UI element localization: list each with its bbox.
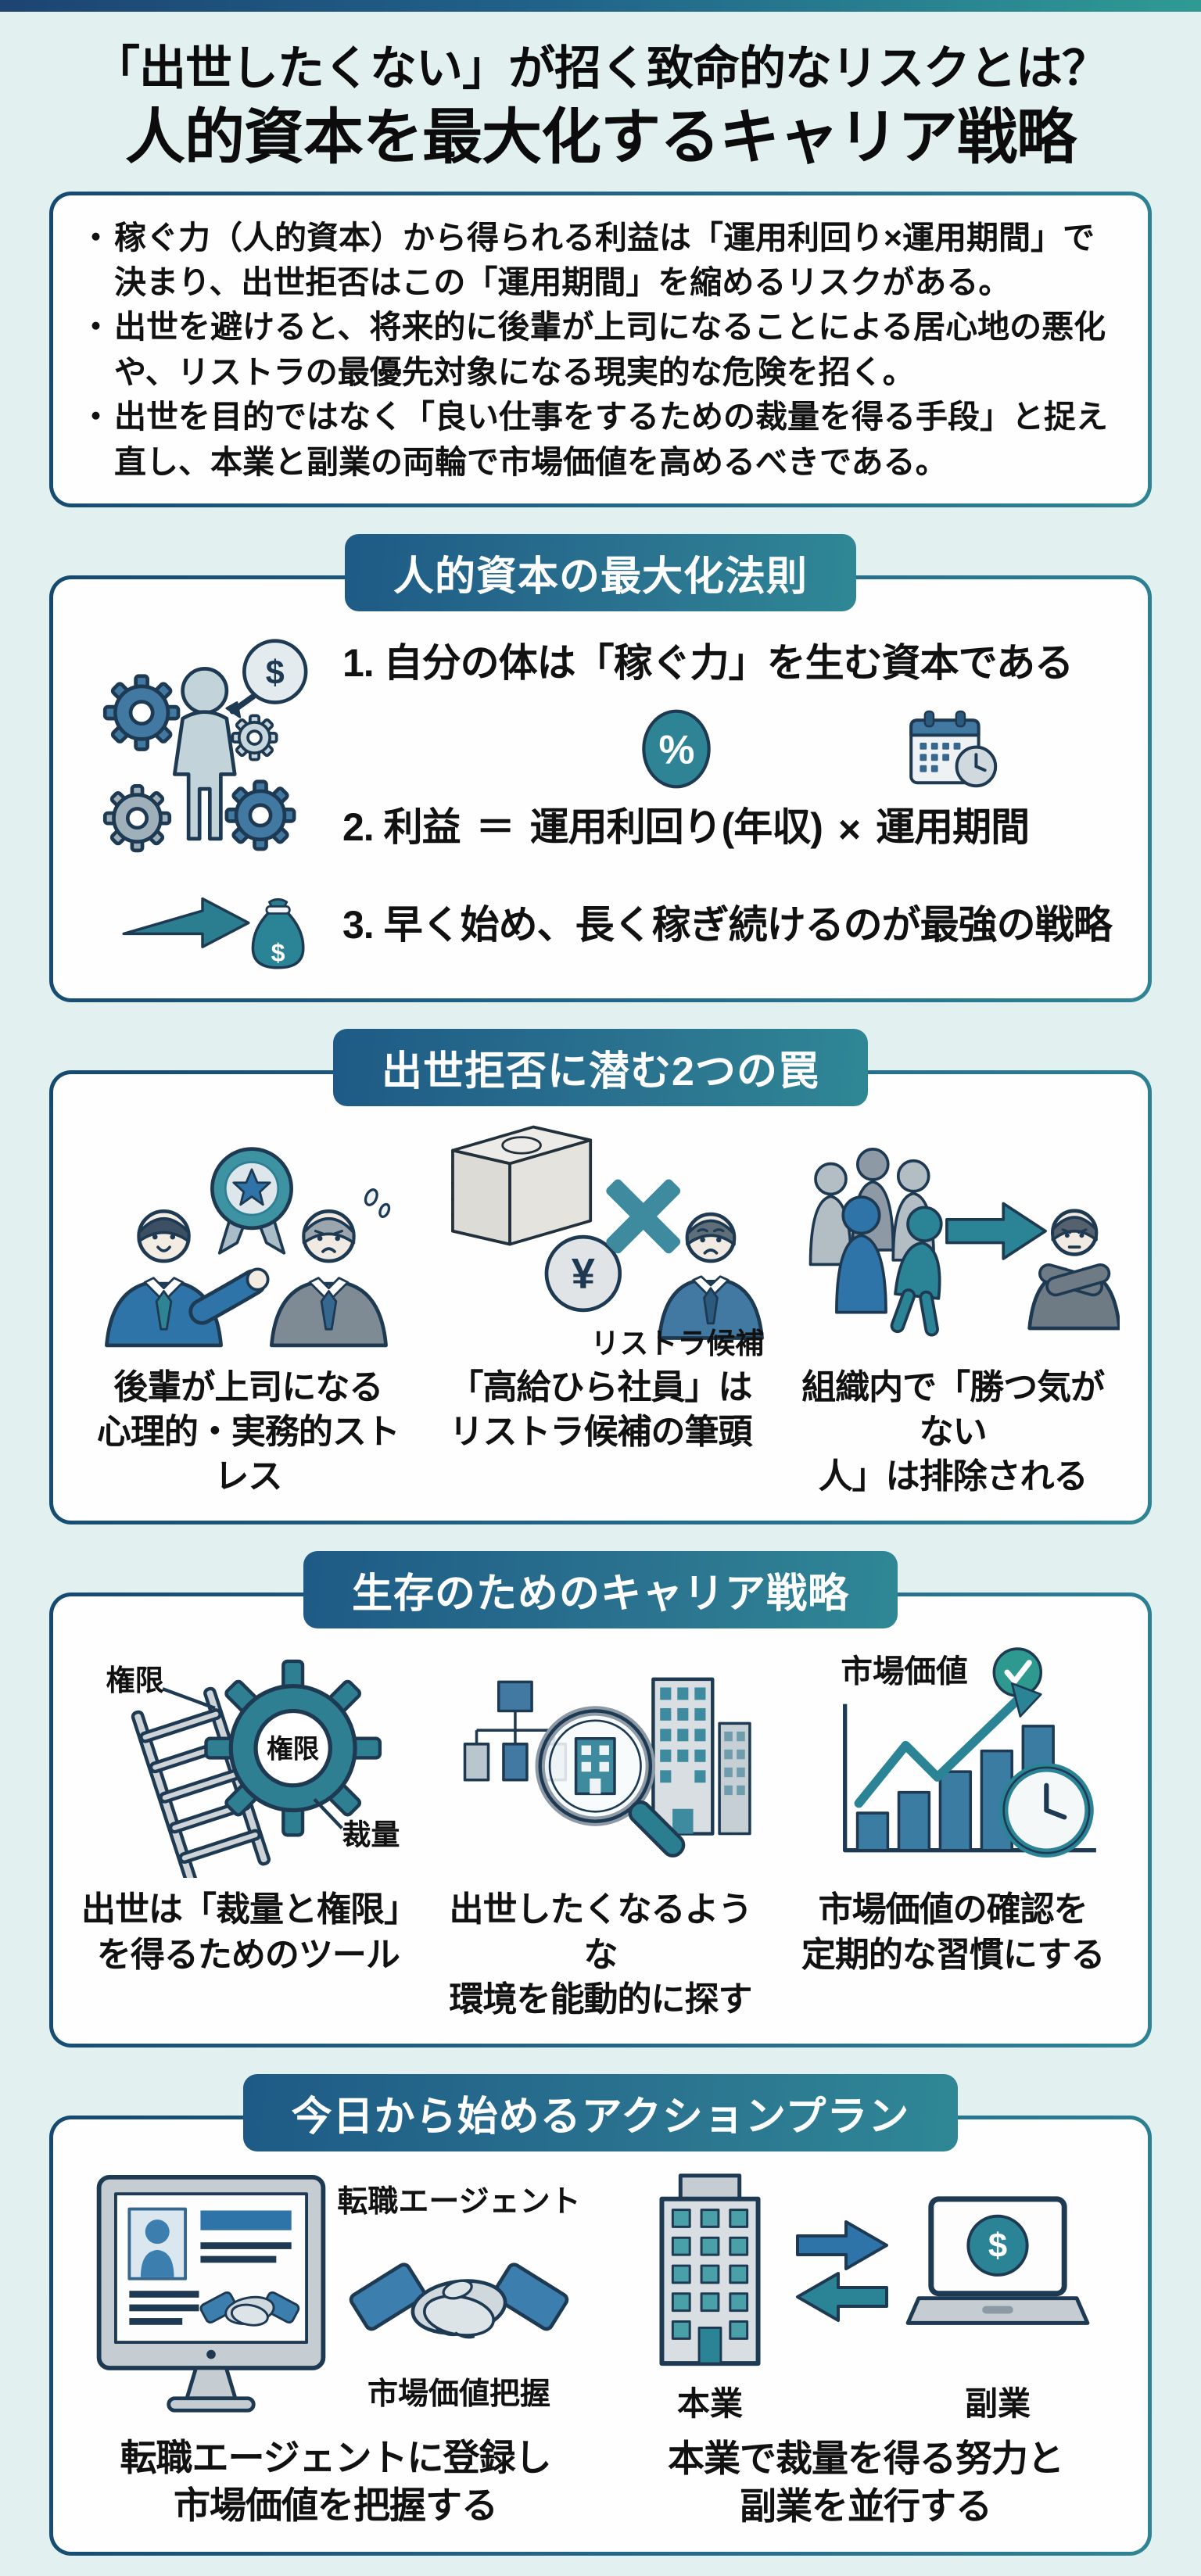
discretion-callout-label: 裁量 [342,1818,400,1851]
law-rule-1: 1. 自分の体は「稼ぐ力」を生む資本である [342,640,1074,685]
trap-caption-line1: 後輩が上司になる [113,1367,383,1406]
banner-title: 出世拒否に潜む2つの罠 [382,1048,819,1095]
law-rule-3: 3. 早く始め、長く稼ぎ続けるのが最強の戦略 [342,902,1113,947]
percent-icon: % [642,709,711,789]
trap-caption-line2: 人」は排除される [818,1457,1088,1496]
trap-caption-line2: リストラ候補の筆頭 [449,1413,752,1452]
equals-sign: ＝ [475,804,515,849]
market-value-chart-icon: 市場価値 [841,1647,1097,1858]
dollar-glyph: $ [271,938,285,966]
calendar-clock-icon [909,710,998,788]
page-header: 「出世したくない」が招く致命的なリスクとは？ 人的資本を最大化するキャリア戦略 [0,12,1201,192]
strategy-caption-line1: 市場価値の確認を [818,1890,1088,1929]
dollar-glyph: $ [266,654,285,692]
agent-label: 転職エージェント [337,2185,581,2220]
action-item: 転職エージェント [86,2166,585,2530]
group-exclusion-icon [809,1147,1120,1337]
law-rule-2: 2. 利益 ＝ % 運用利回り(年収) × [342,705,1117,855]
action-caption-line2: 副業を並行する [740,2485,992,2528]
restructure-candidate-label: リストラ候補 [590,1327,765,1360]
environment-search-icon [463,1678,751,1858]
banner-title: 今日から始めるアクションプラン [291,2094,910,2141]
strategy-item: 市場価値 [786,1643,1120,2022]
bullet-text: 出世を避けると、将来的に後輩が上司になることによる居心地の悪化や、リストラの最優… [114,309,1106,390]
trap-item: 後輩が上司になる 心理的・実務的ストレス [81,1121,415,1499]
authority-center-label: 権限 [267,1736,320,1765]
summary-bullet-list: ・ 稼ぐ力（人的資本）から得られる利益は「運用利回り×運用期間」で決まり、出世拒… [80,216,1117,485]
monitor-profile-icon [97,2175,326,2413]
strategy-item: 権限 権限 裁量 出世は「裁量と権限」 を得るためのツール [81,1643,418,2022]
multiply-sign: × [837,807,861,851]
summary-card: ・ 稼ぐ力（人的資本）から得られる利益は「運用利回り×運用期間」で決まり、出世拒… [49,191,1152,507]
trap-caption-line2: 心理的・実務的ストレス [96,1413,400,1496]
trap-item: 組織内で「勝つ気がない 人」は排除される [786,1121,1120,1499]
trap-caption-line1: 「高給ひら社員」は [449,1367,752,1406]
panel-banner: 出世拒否に潜む2つの罠 [333,1028,868,1106]
junior-award-senior-icon [105,1147,391,1348]
percent-glyph: % [658,726,694,772]
summary-bullet-item: ・ 出世を目的ではなく「良い仕事をするための裁量を得る手段」と捉え直し、本業と副… [80,395,1117,485]
market-grasp-label: 市場価値把握 [367,2377,550,2412]
strategy-caption-line1: 出世は「裁量と権限」 [81,1890,418,1929]
panel-banner: 今日から始めるアクションプラン [242,2074,959,2152]
strategy-caption-line2: を得るためのツール [96,1935,400,1974]
bullet-text: 稼ぐ力（人的資本）から得られる利益は「運用利回り×運用期間」で決まり、出世拒否は… [114,219,1095,300]
page-title-line1: 「出世したくない」が招く致命的なリスクとは？ [93,42,1109,95]
panel-capital-law: 人的資本の最大化法則 [0,533,1201,1002]
page-title-line2: 人的資本を最大化するキャリア戦略 [125,104,1077,172]
bullet-text: 出世を目的ではなく「良い仕事をするための裁量を得る手段」と捉え直し、本業と副業の… [114,399,1108,480]
action-caption-line2: 市場価値を把握する [174,2485,498,2527]
strategy-caption-line1: 出世したくなるような [449,1890,752,1974]
human-capital-gears-icon: $ [102,639,308,853]
main-job-label: 本業 [676,2385,743,2423]
banner-title: 生存のためのキャリア戦略 [351,1571,849,1618]
arrow-moneybag-icon: $ [122,897,305,969]
strategy-caption-line2: 環境を能動的に探す [449,1979,752,2019]
bullet-glyph: ・ [80,219,112,256]
top-accent-bar [0,0,1201,12]
laptop-dollar-icon: $ [905,2196,1090,2325]
summary-bullet-item: ・ 出世を避けると、将来的に後輩が上司になることによる居心地の悪化や、リストラの… [80,305,1117,395]
salary-cross-employee-icon: ¥ [450,1125,764,1340]
strategy-caption-line2: 定期的な習慣にする [801,1935,1105,1974]
panel-banner: 生存のためのキャリア戦略 [303,1551,898,1629]
side-job-label: 副業 [964,2385,1031,2423]
market-value-label: 市場価値 [841,1653,968,1689]
trap-item: ¥ [434,1121,768,1499]
period-term: 運用期間 [876,804,1030,849]
panel-action-plan: 今日から始めるアクションプラン [0,2074,1201,2556]
sync-arrows-icon [796,2220,888,2323]
ladder-gear-icon: 権限 権限 裁量 [106,1660,400,1879]
action-caption-line1: 転職エージェントに登録し [120,2437,551,2479]
handshake-icon [349,2263,569,2339]
trap-caption-line1: 組織内で「勝つ気がない [801,1367,1105,1452]
dollar-glyph: $ [988,2227,1007,2265]
panel-traps: 出世拒否に潜む2つの罠 [0,1028,1201,1525]
profit-label: 2. 利益 [342,804,461,849]
action-caption-line1: 本業で裁量を得る努力と [668,2438,1064,2480]
banner-title: 人的資本の最大化法則 [393,554,808,600]
strategy-item: 出世したくなるような 環境を能動的に探す [434,1643,768,2022]
panel-banner: 人的資本の最大化法則 [344,533,856,611]
yen-glyph: ¥ [571,1250,594,1298]
panel-strategy: 生存のためのキャリア戦略 [0,1551,1201,2048]
office-building-icon [659,2173,761,2366]
bullet-glyph: ・ [80,309,112,346]
bullet-glyph: ・ [80,399,112,435]
cross-mark [605,1179,680,1254]
summary-bullet-item: ・ 稼ぐ力（人的資本）から得られる利益は「運用利回り×運用期間」で決まり、出世拒… [80,216,1117,306]
action-item: $ 本業 副業 本業で裁量を得る努力と 副業を並行する [616,2166,1115,2530]
authority-callout-label: 権限 [106,1664,164,1696]
yield-term: 運用利回り(年収) [529,804,823,849]
